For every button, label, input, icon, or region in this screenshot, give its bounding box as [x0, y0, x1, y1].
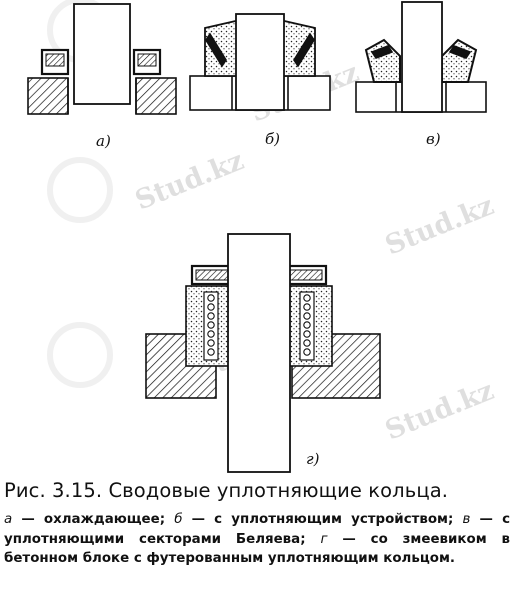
coil-left [207, 294, 215, 356]
label-a: а) [96, 132, 111, 150]
label-v: в) [426, 130, 441, 148]
belyaev-sector-left [364, 38, 401, 83]
legend-text-g: — со змеевиком в бетонном блоке с футеро… [4, 531, 510, 567]
cooling-ring-left-inner [45, 53, 65, 67]
watermark-text: Stud.kz [381, 375, 498, 446]
sealing-ring-right-inner [289, 269, 323, 281]
roof-joints-v [395, 82, 447, 112]
caption-legend: а — охлаждающее; б — с уплотняющим устро… [4, 510, 510, 569]
belyaev-sector-right [441, 38, 478, 83]
legend-key-b: б [174, 512, 183, 527]
electrode-b [235, 13, 285, 111]
drawing-b [189, 13, 331, 111]
drawing-v [355, 1, 487, 113]
electrode-a [73, 3, 131, 105]
cooling-ring-right-inner [137, 53, 157, 67]
watermark-text: Stud.kz [381, 190, 498, 261]
seal-rings-figure: Stud.kz Stud.kz Stud.kz Stud.kz Stud.kz [27, 0, 498, 473]
legend-text-b: — с уплотняющим устройством; [182, 512, 463, 527]
sealing-ring-left-inner [195, 269, 229, 281]
caption-title: Рис. 3.15. Сводовые уплотняющие кольца. [4, 479, 449, 502]
belyaev-wedge-right [448, 45, 472, 59]
legend-key-a: а [4, 512, 13, 527]
legend-text-a: — охлаждающее; [12, 512, 175, 527]
drawing-g [145, 233, 381, 473]
drawing-a [27, 3, 177, 115]
roof-joints-b [231, 76, 289, 110]
watermark-text: Stud.kz [131, 145, 248, 216]
roof-opening-outline [67, 78, 137, 114]
seal-wedge-right [293, 32, 315, 68]
electrode-v [401, 1, 443, 113]
seal-wedge-left [205, 32, 227, 68]
legend-key-g: г [320, 531, 328, 547]
roof-block-left [27, 77, 69, 115]
label-b: б) [265, 130, 280, 148]
legend-text-v: — с уплотняющими секторами Беляева; [4, 512, 511, 547]
roof-block-right [135, 77, 177, 115]
coil-right [303, 294, 311, 356]
belyaev-wedge-left [370, 45, 394, 59]
electrode-g [227, 233, 291, 473]
figure-caption: Рис. 3.15. Сводовые уплотняющие кольца. … [4, 478, 510, 569]
legend-key-v: в [462, 512, 471, 527]
label-g: г) [306, 450, 320, 468]
